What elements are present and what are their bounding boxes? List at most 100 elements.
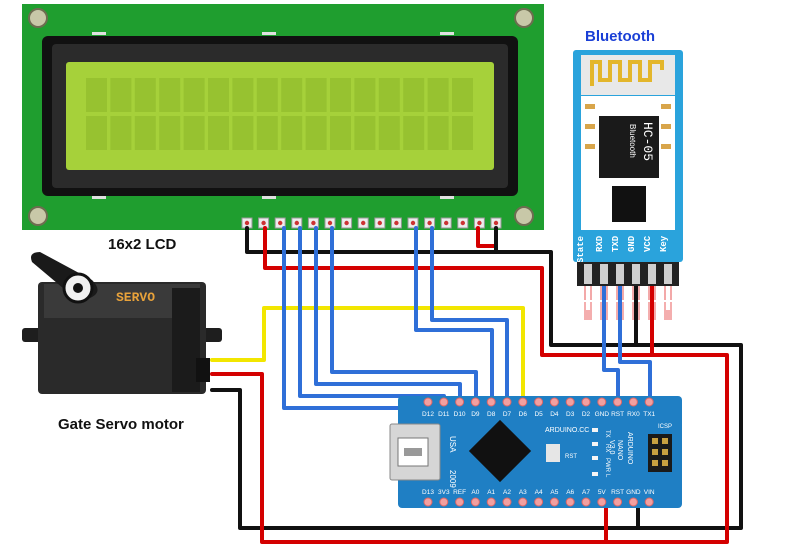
lcd-char-cell xyxy=(452,78,473,112)
lcd-mount-hole xyxy=(28,206,48,226)
lcd-pin-dot xyxy=(261,220,266,226)
arduino-pin-label: GND xyxy=(626,489,641,496)
bt-pad xyxy=(661,124,671,129)
arduino-pin-label: A6 xyxy=(566,489,574,496)
lcd-char-cell xyxy=(159,116,181,150)
lcd-char-cell xyxy=(86,116,107,150)
icsp-pins xyxy=(652,438,668,466)
wire-blue xyxy=(298,226,446,404)
lcd-pin-dot xyxy=(427,220,432,226)
lcd-pin-dot xyxy=(377,220,382,226)
model-label: ARDUINO xyxy=(626,432,633,465)
arduino-pin xyxy=(470,397,480,407)
bt-pin-label: VCC xyxy=(643,235,653,252)
arduino-pin-label: A5 xyxy=(550,489,558,496)
bt-pin xyxy=(664,264,672,284)
bt-chip-brand: Bluetooth xyxy=(628,124,637,158)
arduino-pin-label: A7 xyxy=(582,489,590,496)
arduino-pin xyxy=(613,497,623,507)
icsp-pin xyxy=(652,449,658,455)
icsp-header xyxy=(648,434,672,472)
arduino-pin xyxy=(470,497,480,507)
lcd-pin-dot xyxy=(477,220,482,226)
led xyxy=(592,472,598,476)
lcd-pin-dot xyxy=(311,220,316,226)
wire-blue xyxy=(330,226,478,404)
arduino-nano: USA 2009 ARDUINO.CC RST TX RX PWR L ARDU… xyxy=(389,396,682,508)
lcd-pin-dot xyxy=(361,220,366,226)
wire-blue xyxy=(314,226,462,404)
lcd-char-cell xyxy=(159,78,181,112)
wire-blue xyxy=(282,226,430,410)
lcd-char-cell xyxy=(134,78,156,112)
lcd-module xyxy=(22,4,544,230)
bt-pin xyxy=(584,264,592,284)
arduino-pin-label: D8 xyxy=(487,411,496,418)
lcd-char-cell xyxy=(305,116,327,150)
lcd-header-pins xyxy=(241,217,502,229)
usb-label: USA xyxy=(448,436,457,453)
lcd-mark xyxy=(440,196,454,199)
icsp-label: ICSP xyxy=(658,424,672,430)
lcd-pin-dot xyxy=(244,220,250,226)
arduino-pin xyxy=(549,497,559,507)
bt-pin-label: Key xyxy=(659,235,669,252)
lcd-pin-dot xyxy=(410,220,416,226)
bt-pad xyxy=(661,144,671,149)
arduino-pin xyxy=(518,497,528,507)
lcd-char-cell xyxy=(232,116,254,150)
led-label: TX xyxy=(604,430,610,438)
lcd-mount-hole xyxy=(28,8,48,28)
arduino-pin xyxy=(597,497,607,507)
wire-blue xyxy=(430,226,509,404)
arduino-pin-label: VIN xyxy=(644,489,655,496)
rst-label: RST xyxy=(565,454,577,460)
led-label: L xyxy=(604,474,610,478)
lcd-char-cell xyxy=(403,116,425,150)
lcd-mark xyxy=(262,32,276,35)
lcd-pin-dot xyxy=(460,220,465,226)
arduino-pin-label: REF xyxy=(453,489,466,496)
lcd-pin-dot xyxy=(294,220,299,226)
model-label: V3.0 xyxy=(608,440,615,455)
arduino-pin xyxy=(581,397,591,407)
lcd-mark xyxy=(440,32,454,35)
arduino-pin-label: TX1 xyxy=(643,411,655,418)
wire-black xyxy=(210,226,743,530)
brand-label: ARDUINO.CC xyxy=(545,427,589,434)
icsp-pin xyxy=(652,460,658,466)
bt-chip-model: HC-05 xyxy=(640,122,655,161)
arduino-pin xyxy=(486,497,496,507)
lcd-char-cell xyxy=(110,116,132,150)
arduino-pin xyxy=(439,497,449,507)
lcd-char-cell xyxy=(305,78,327,112)
led xyxy=(592,442,598,446)
wire-red xyxy=(476,226,497,248)
icsp-pin xyxy=(662,438,668,444)
lcd-pin-dot xyxy=(278,220,283,226)
lcd-char-cell xyxy=(330,116,351,150)
arduino-pin-label: A4 xyxy=(535,489,543,496)
arduino-pin xyxy=(644,497,654,507)
arduino-pin xyxy=(486,397,496,407)
arduino-pin-label: D9 xyxy=(471,411,480,418)
arduino-pin-label: D12 xyxy=(422,411,434,418)
led-label: RX xyxy=(604,444,610,452)
usb-port-slot xyxy=(404,448,422,456)
arduino-pin xyxy=(565,497,575,507)
lcd-mark xyxy=(262,196,276,199)
bt-small-chip xyxy=(612,186,646,222)
led xyxy=(592,428,598,432)
arduino-pin xyxy=(597,397,607,407)
arduino-pin xyxy=(502,397,512,407)
arduino-pin xyxy=(423,497,433,507)
wire-yellow xyxy=(210,306,525,404)
arduino-pin xyxy=(534,497,544,507)
lcd-char-cell xyxy=(378,116,400,150)
arduino-pin-label: RX0 xyxy=(627,411,640,418)
lcd-char-cell xyxy=(256,78,278,112)
bt-pad xyxy=(585,144,595,149)
bt-pin-label: TXD xyxy=(611,235,621,252)
